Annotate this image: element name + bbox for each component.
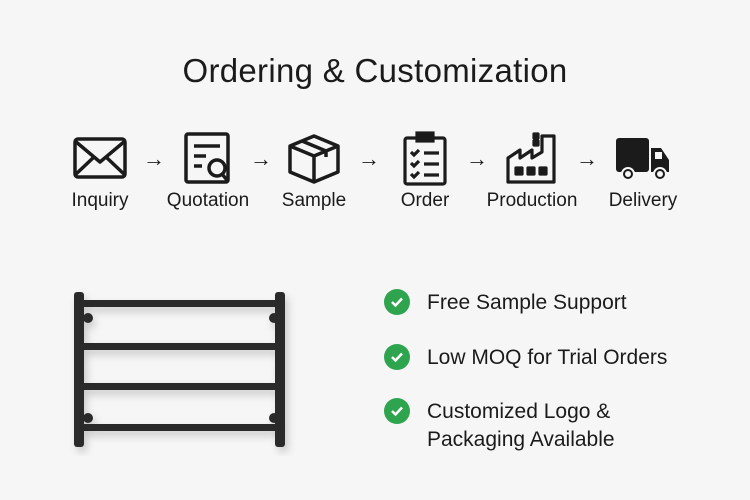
- envelope-icon: [73, 137, 127, 179]
- step-order: Order: [370, 130, 480, 212]
- step-label: Inquiry: [71, 190, 129, 211]
- box-icon: [288, 134, 340, 184]
- factory-icon: [506, 132, 556, 184]
- step-label: Quotation: [166, 190, 250, 211]
- step-inquiry: Inquiry: [45, 130, 155, 212]
- step-label: Order: [400, 190, 450, 211]
- arrow-icon: →: [358, 146, 380, 171]
- step-sample: Sample: [259, 130, 369, 212]
- arrow-icon: →: [143, 146, 165, 171]
- step-delivery: Delivery: [588, 130, 698, 212]
- feature-text: Low MOQ for Trial Orders: [427, 346, 668, 369]
- feature-custom-logo: Customized Logo & Packaging Available: [384, 398, 615, 454]
- check-icon: [384, 398, 410, 424]
- step-label: Delivery: [608, 190, 678, 211]
- feature-text-line2: Packaging Available: [427, 428, 615, 451]
- step-quotation: Quotation: [153, 130, 263, 212]
- check-icon: [384, 289, 410, 315]
- feature-low-moq: Low MOQ for Trial Orders: [384, 344, 667, 372]
- towel-rack-image: [74, 292, 285, 447]
- arrow-icon: →: [250, 146, 272, 171]
- clipboard-checklist-icon: [403, 131, 447, 186]
- step-label: Sample: [281, 190, 347, 211]
- feature-text: Customized Logo & Packaging Available: [427, 398, 615, 454]
- feature-text-line1: Customized Logo &: [427, 400, 611, 423]
- feature-text: Free Sample Support: [427, 291, 627, 314]
- page-title: Ordering & Customization: [182, 52, 568, 89]
- step-production: Production: [477, 130, 587, 212]
- arrow-icon: →: [466, 146, 488, 171]
- step-label: Production: [486, 190, 578, 211]
- feature-free-sample: Free Sample Support: [384, 289, 627, 317]
- quotation-document-icon: [184, 132, 230, 184]
- truck-icon: [616, 138, 669, 181]
- check-icon: [384, 344, 410, 370]
- arrow-icon: →: [576, 146, 598, 171]
